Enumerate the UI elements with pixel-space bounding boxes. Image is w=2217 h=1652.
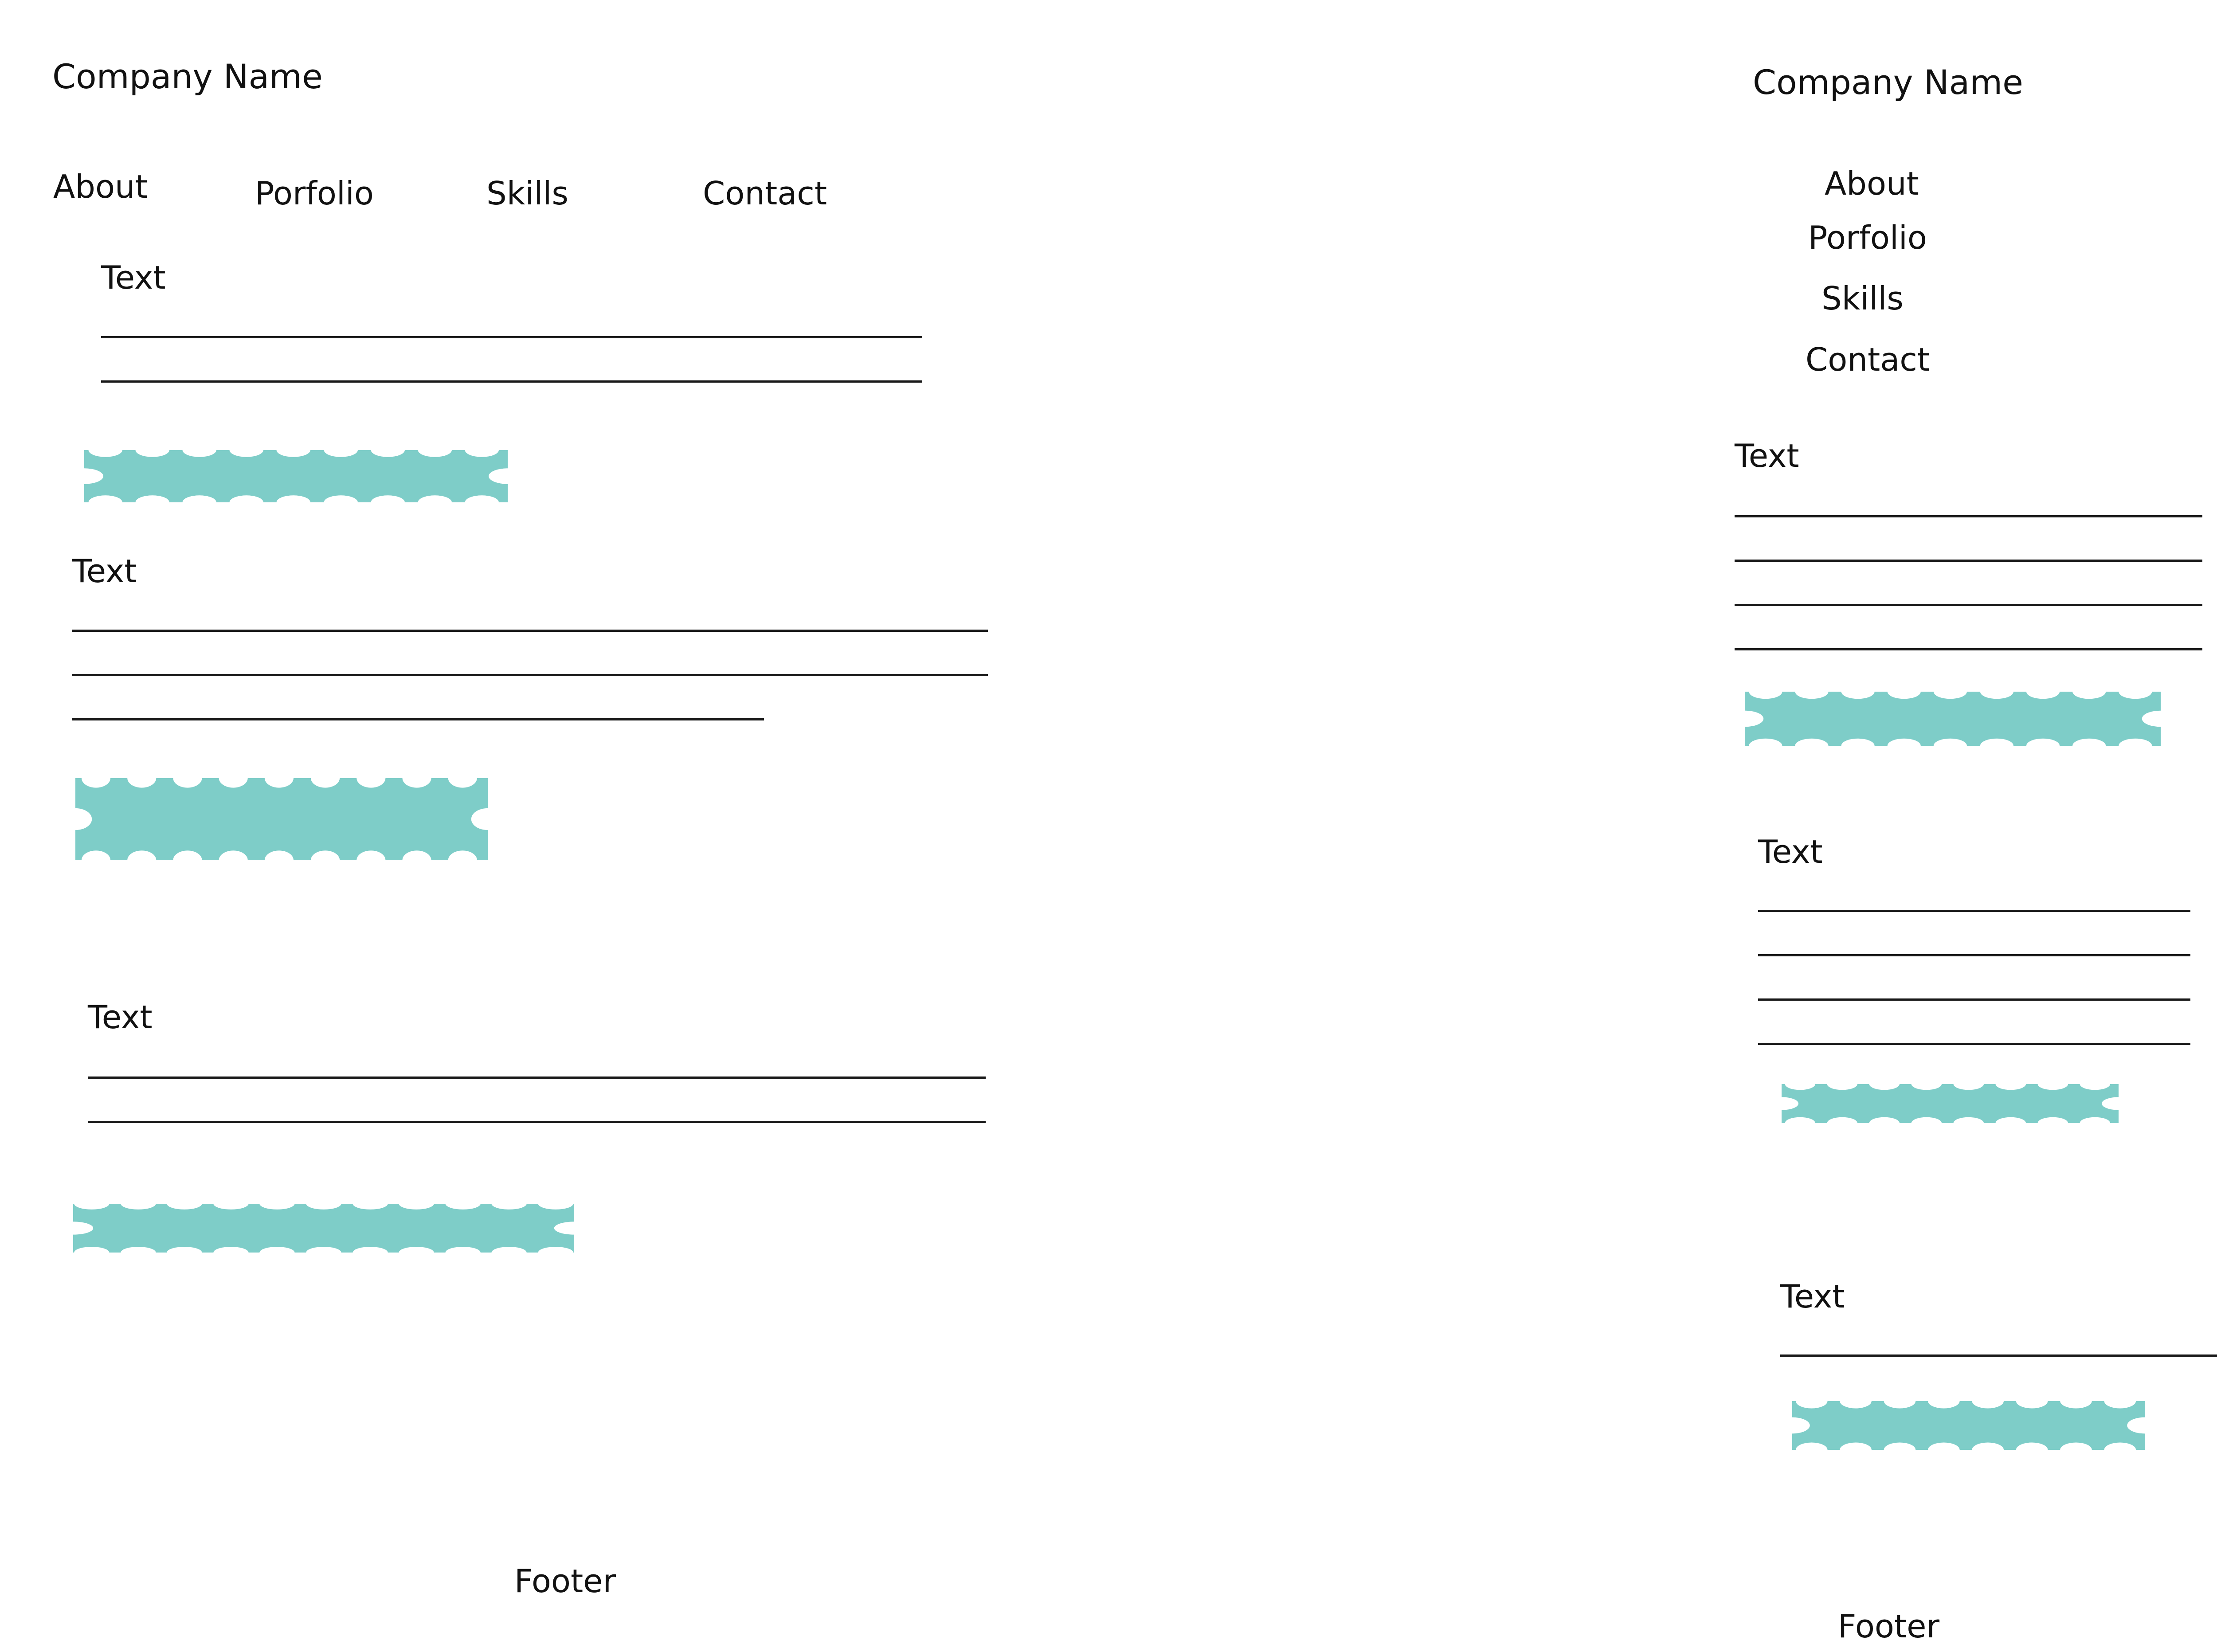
text-placeholder-line bbox=[1758, 910, 2190, 912]
text-placeholder-line bbox=[72, 674, 988, 676]
text-placeholder-line bbox=[1758, 998, 2190, 1001]
text-placeholder-line bbox=[101, 336, 922, 338]
company-name: Company Name bbox=[1753, 63, 2023, 102]
section-heading: Text bbox=[1780, 1278, 1845, 1315]
nav-item-porfolio[interactable]: Porfolio bbox=[255, 175, 374, 212]
text-placeholder-line bbox=[1758, 1043, 2190, 1045]
decorative-tape bbox=[73, 1204, 574, 1253]
text-placeholder-line bbox=[1735, 648, 2202, 650]
text-placeholder-line bbox=[1758, 954, 2190, 956]
nav-item-contact[interactable]: Contact bbox=[703, 175, 827, 212]
section-heading: Text bbox=[101, 259, 166, 296]
nav-item-about[interactable]: About bbox=[1825, 165, 1919, 202]
nav-item-skills[interactable]: Skills bbox=[1821, 280, 1904, 317]
section-heading: Text bbox=[72, 552, 137, 590]
text-placeholder-line bbox=[1735, 604, 2202, 606]
decorative-tape-graphic bbox=[75, 778, 488, 860]
decorative-tape-graphic bbox=[1792, 1401, 2145, 1450]
decorative-tape-graphic bbox=[84, 450, 508, 502]
text-placeholder-line bbox=[88, 1121, 986, 1123]
nav-item-about[interactable]: About bbox=[53, 168, 148, 205]
decorative-tape bbox=[1745, 692, 2161, 746]
text-placeholder-line bbox=[88, 1077, 986, 1079]
decorative-tape bbox=[84, 450, 508, 502]
nav-item-skills[interactable]: Skills bbox=[486, 175, 568, 212]
text-placeholder-line bbox=[1780, 1354, 2217, 1357]
text-placeholder-line bbox=[101, 380, 922, 383]
company-name: Company Name bbox=[52, 57, 323, 96]
decorative-tape bbox=[75, 778, 488, 860]
section-heading: Text bbox=[88, 998, 153, 1036]
nav-item-contact[interactable]: Contact bbox=[1806, 341, 1930, 378]
decorative-tape bbox=[1792, 1401, 2145, 1450]
footer: Footer bbox=[1838, 1608, 1940, 1645]
text-placeholder-line bbox=[72, 630, 988, 632]
section-heading: Text bbox=[1735, 437, 1799, 474]
nav-item-porfolio[interactable]: Porfolio bbox=[1808, 219, 1927, 256]
text-placeholder-line bbox=[1735, 560, 2202, 562]
footer: Footer bbox=[514, 1562, 616, 1600]
decorative-tape-graphic bbox=[1782, 1084, 2119, 1123]
section-heading: Text bbox=[1758, 833, 1823, 870]
decorative-tape-graphic bbox=[1745, 692, 2161, 746]
decorative-tape-graphic bbox=[73, 1204, 574, 1253]
text-placeholder-line bbox=[72, 718, 764, 720]
decorative-tape bbox=[1782, 1084, 2119, 1123]
text-placeholder-line bbox=[1735, 515, 2202, 517]
